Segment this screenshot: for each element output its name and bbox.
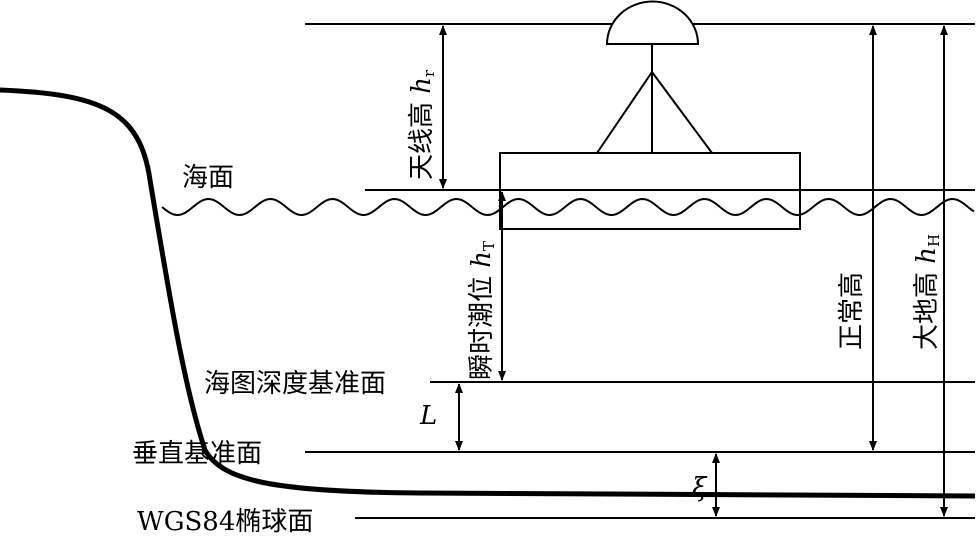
geodetic-height-label: 大地高 hH: [912, 234, 943, 350]
ellipsoid-label: WGS84椭球面: [137, 507, 313, 537]
antenna-support-right: [651, 71, 713, 154]
antenna-support-left: [596, 71, 653, 154]
sea-surface-wave: [161, 198, 975, 216]
normal-height-label: 正常高: [837, 272, 867, 350]
antenna-height-label: 天线高 hr: [407, 69, 438, 180]
tide-height-label: 瞬时潮位 hT: [467, 241, 498, 380]
xi-label: ξ: [692, 473, 708, 503]
vertical-datum-label: 垂直基准面: [132, 439, 262, 469]
chart-datum-label: 海图深度基准面: [204, 369, 386, 399]
coastline-seabed: [0, 87, 976, 499]
offset-L-label: L: [419, 401, 437, 431]
gnss-antenna-dome: [605, 0, 700, 45]
sea-surface-label: 海面: [182, 163, 234, 193]
